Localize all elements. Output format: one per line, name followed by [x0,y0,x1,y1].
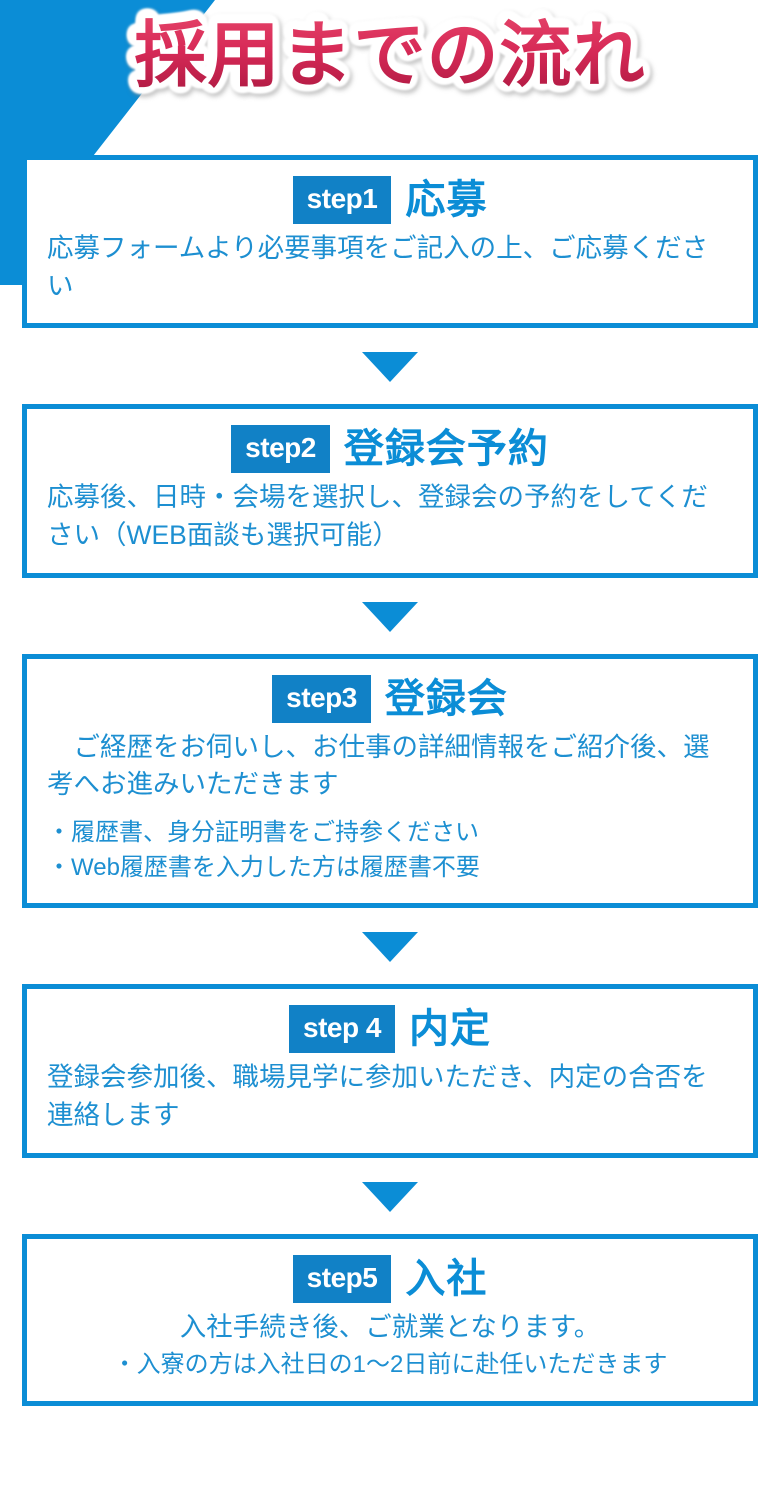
triangle-down-icon [362,601,418,632]
step-badge-1: step1 [292,176,392,224]
step-title-3: 登録会 [384,676,508,721]
step-note-item: ・入寮の方は入社日の1〜2日前に赴任いただきます [112,1351,668,1379]
page-title: 採用までの流れ [0,14,780,99]
triangle-down-icon [362,352,418,383]
page-header: 採用までの流れ [0,0,780,285]
step-card-2[interactable]: step2 登録会予約 応募後、日時・会場を選択し、登録会の予約をしてください（… [22,404,758,578]
step-title-2: 登録会予約 [343,427,549,472]
step-header-2: step2 登録会予約 [47,425,733,474]
step-title-1: 応募 [405,178,488,222]
step-header-4: step 4 内定 [47,1005,733,1054]
step-header-3: step3 登録会 [47,674,733,723]
step-title-5: 入社 [405,1256,488,1301]
step-card-4[interactable]: step 4 内定 登録会参加後、職場見学に参加いただき、内定の合否を連絡します [22,984,758,1158]
step-body-2: 応募後、日時・会場を選択し、登録会の予約をしてください（WEB面談も選択可能） [47,482,708,550]
flow-steps-list: step1 応募 応募フォームより必要事項をご記入の上、ご応募ください step… [0,155,780,1407]
step-title-4: 内定 [408,1007,491,1052]
step-card-3[interactable]: step3 登録会 ご経歴をお伺いし、お仕事の詳細情報をご紹介後、選考へお進みい… [22,653,758,909]
step-note-item: ・履歴書、身分証明書をご持参ください [47,818,479,846]
triangle-down-icon [362,932,418,963]
step-header-5: step5 入社 [47,1254,733,1303]
step-body-3: ご経歴をお伺いし、お仕事の詳細情報をご紹介後、選考へお進みいただきます [47,731,710,800]
triangle-down-icon [362,1181,418,1212]
step-badge-4: step 4 [289,1005,395,1054]
step-card-5[interactable]: step5 入社 入社手続き後、ご就業となります。 ・入寮の方は入社日の1〜2日… [22,1233,758,1407]
step-badge-2: step2 [231,425,330,474]
step-body-5: 入社手続き後、ご就業となります。 [179,1311,601,1342]
step-notes-3: ・履歴書、身分証明書をご持参ください ・Web履歴書を入力した方は履歴書不要 [47,816,733,886]
step-badge-3: step3 [272,674,371,723]
step-card-1[interactable]: step1 応募 応募フォームより必要事項をご記入の上、ご応募ください [22,155,758,329]
step-body-1: 応募フォームより必要事項をご記入の上、ご応募ください [47,233,709,301]
step-header-1: step1 応募 [47,176,733,224]
step-notes-5: ・入寮の方は入社日の1〜2日前に赴任いただきます [47,1348,733,1383]
step-note-item: ・Web履歴書を入力した方は履歴書不要 [47,853,480,881]
step-body-4: 登録会参加後、職場見学に参加いただき、内定の合否を連絡します [47,1062,708,1130]
step-badge-5: step5 [292,1254,392,1303]
